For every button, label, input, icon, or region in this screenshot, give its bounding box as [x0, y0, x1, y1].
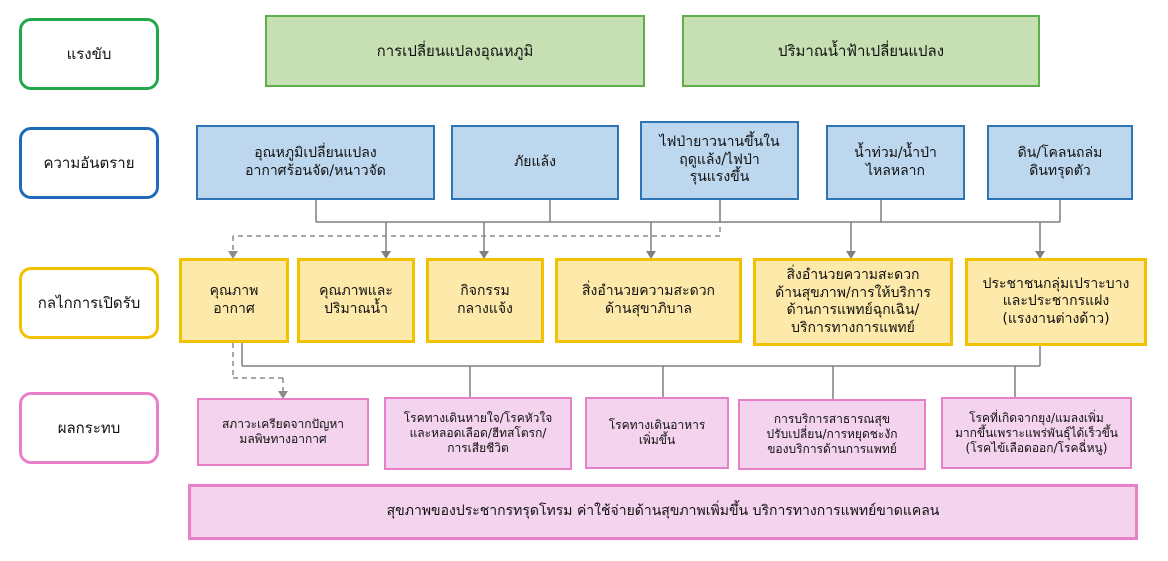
hazard-drought: ภัยแล้ง	[451, 125, 619, 200]
row-label-hazards: ความอันตราย	[19, 127, 159, 199]
exposure-vulnerable-groups: ประชาชนกลุ่มเปราะบาง และประชากรแฝง (แรงง…	[965, 258, 1147, 346]
dashed-arrowheads	[228, 251, 288, 399]
exposure-sanitation: สิ่งอำนวยความสะดวก ด้านสุขาภิบาล	[555, 258, 742, 343]
exposure-outdoor-activity: กิจกรรม กลางแจ้ง	[426, 258, 544, 343]
exposure-health-services: สิ่งอำนวยความสะดวก ด้านสุขภาพ/การให้บริก…	[753, 258, 953, 346]
impact-pollution-stress: สภาวะเครียดจากปัญหา มลพิษทางอากาศ	[197, 398, 369, 466]
impact-health-service-disruption: การบริการสาธารณสุข ปรับเปลี่ยน/การหยุดชะ…	[738, 399, 926, 470]
row-label-drivers: แรงขับ	[19, 18, 159, 90]
exposure-water-quality: คุณภาพและ ปริมาณน้ำ	[297, 258, 415, 343]
driver-temperature-change: การเปลี่ยนแปลงอุณหภูมิ	[265, 15, 645, 87]
hazard-landslide: ดิน/โคลนถล่ม ดินทรุดตัว	[987, 125, 1133, 200]
exposure-air-quality: คุณภาพ อากาศ	[179, 258, 289, 343]
hazard-wildfire: ไฟป่ายาวนานขึ้นใน ฤดูแล้ง/ไฟป่า รุนแรงขึ…	[640, 121, 799, 200]
summary-banner: สุขภาพของประชากรทรุดโทรม ค่าใช้จ่ายด้านส…	[188, 484, 1138, 540]
solid-connectors	[241, 200, 1061, 399]
impact-digestive-disease: โรคทางเดินอาหาร เพิ่มขึ้น	[585, 397, 729, 469]
hazard-temperature-extremes: อุณหภูมิเปลี่ยนแปลง อากาศร้อนจัด/หนาวจัด	[196, 125, 435, 200]
row-label-exposure: กลไกการเปิดรับ	[19, 267, 159, 339]
driver-precipitation-change: ปริมาณน้ำฟ้าเปลี่ยนแปลง	[682, 15, 1040, 87]
impact-vector-borne-disease: โรคที่เกิดจากยุง/แมลงเพิ่ม มากขึ้นเพราะแ…	[941, 397, 1132, 469]
row-label-impacts: ผลกระทบ	[19, 392, 159, 464]
hazard-flood: น้ำท่วม/น้ำป่า ไหลหลาก	[826, 125, 965, 200]
solid-arrowheads	[381, 251, 1045, 259]
impact-respiratory-cardiac: โรคทางเดินหายใจ/โรคหัวใจ และหลอดเลือด/ฮี…	[384, 397, 572, 470]
dashed-connectors	[232, 200, 721, 392]
